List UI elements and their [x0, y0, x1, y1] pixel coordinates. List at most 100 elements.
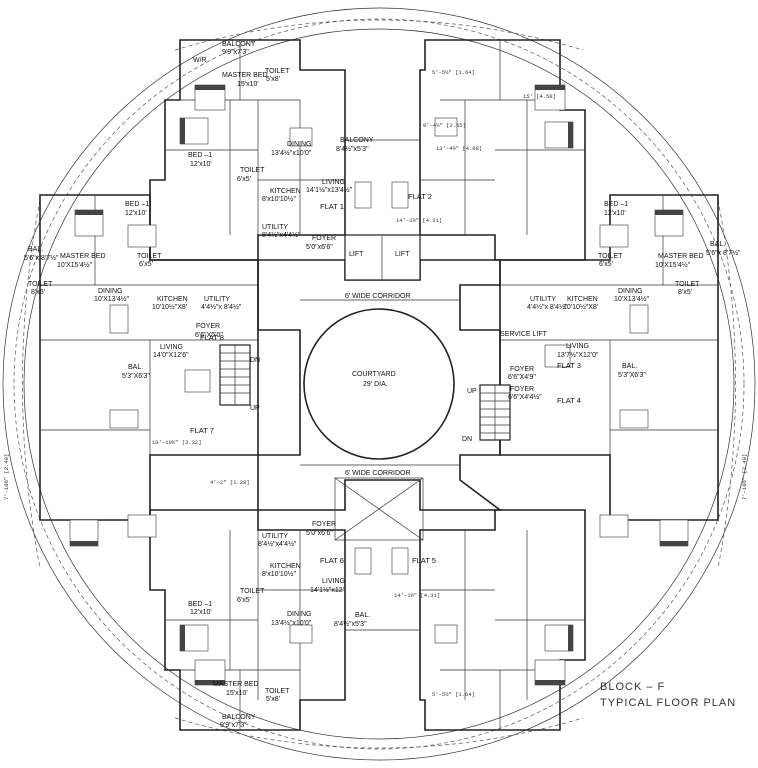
label-utility-right: UTILITY	[530, 296, 556, 303]
dim-note-6: 4'–2" [1.28]	[210, 479, 250, 486]
label-balcony-top-dim: 9'9"x7'3"	[222, 49, 249, 56]
label-flat-3: FLAT 3	[557, 361, 581, 370]
label-foyer-right: FOYER	[510, 366, 534, 373]
dim-note-3: 13'–4½" [4.08]	[436, 145, 482, 152]
label-dining-right: DINING	[618, 288, 643, 295]
label-toilet-left2-dim: 8'x5'	[31, 289, 45, 296]
label-living-right-dim: 13'7½"X12'0"	[557, 351, 599, 359]
label-dn-left: DN	[250, 357, 260, 364]
label-dn-right: DN	[462, 436, 472, 443]
label-service-lift: SERVICE LIFT	[500, 331, 548, 338]
label-courtyard-dia: 29' DIA.	[363, 381, 388, 388]
label-living-top: LIVING	[322, 179, 345, 186]
label-master-bed-r: MASTER BED	[658, 253, 704, 260]
label-lift-2: LIFT	[395, 251, 410, 258]
label-balcony-core-top-dim: 8'4½"x5'3"	[336, 145, 369, 153]
label-foyer-right-dim: 6'6"X4'9"	[508, 374, 536, 381]
label-living-right: LIVING	[566, 343, 589, 350]
label-bed1-left: BED –1	[125, 201, 149, 208]
label-foyer-bottom: FOYER	[312, 521, 336, 528]
label-utility-tl: UTILITY	[262, 224, 288, 231]
label-foyer-top: FOYER	[312, 235, 336, 242]
dim-note-11: 7'–10½" [2.40]	[741, 454, 748, 500]
label-bed1-tl-dim: 12'x10'	[190, 161, 212, 168]
label-dining-right-dim: 10'X13'4½"	[614, 295, 650, 303]
label-balcony-bottom: BALCONY	[222, 714, 256, 721]
label-toilet-r2-dim: 8'x5'	[678, 289, 692, 296]
label-kitchen-left: KITCHEN	[157, 296, 188, 303]
label-kitchen-right: KITCHEN	[567, 296, 598, 303]
dim-note-8: 5'–5½" [1.64]	[432, 691, 475, 698]
label-toilet-bl2-dim: 5'x8'	[266, 696, 280, 703]
label-dining-tl: DINING	[287, 141, 312, 148]
label-kitchen-right-dim: 10'10½"X8'	[563, 303, 598, 311]
label-toilet-left-dim: 6'x5'	[139, 261, 153, 268]
label-bal-left-dim: 5'6"x 8'7½"	[24, 254, 59, 262]
label-bed1-tr-dim: 12'x10'	[604, 210, 626, 217]
label-toilet-tl: TOILET	[265, 68, 290, 75]
label-toilet-left: TOILET	[137, 253, 162, 260]
label-dining-bl-dim: 13'4½"x10'0"	[271, 619, 312, 627]
label-flat-8: FLAT 8	[200, 333, 224, 342]
label-bed1-bl: BED –1	[188, 601, 212, 608]
label-balcony-top: BALCONY	[222, 41, 256, 48]
label-bal-right-dim: 5'6"x 8'7½"	[706, 249, 741, 257]
label-bal-bottom-dim: 8'4½"x5'3"	[334, 620, 367, 628]
label-living-bottom-dim: 14'1½"x12'	[310, 586, 344, 594]
label-bal-left-2: BAL.	[128, 364, 143, 371]
label-utility-right-dim: 4'4½"x 8'4½"	[527, 303, 568, 311]
label-toilet-tl-dim: 5'x8'	[266, 76, 280, 83]
label-toilet-bl2: TOILET	[265, 688, 290, 695]
label-courtyard: COURTYARD	[352, 371, 396, 378]
plan-title-block: BLOCK – F	[600, 681, 665, 693]
site-boundary-inner	[23, 28, 735, 740]
label-corridor-bottom: 6' WIDE CORRIDOR	[345, 470, 411, 477]
plan-title-subtitle: TYPICAL FLOOR PLAN	[600, 697, 736, 709]
label-flat-1: FLAT 1	[320, 202, 344, 211]
label-bed1-bl-dim: 12'x10'	[190, 609, 212, 616]
label-corridor-top: 6' WIDE CORRIDOR	[345, 293, 411, 300]
label-kitchen-tl-dim: 8'x10'10½"	[262, 195, 296, 203]
label-toilet-tr-dim: 6'x5'	[599, 261, 613, 268]
label-dining-left-dim: 10'X13'4½"	[94, 295, 130, 303]
label-bal-right-2: BAL.	[622, 363, 637, 370]
label-balcony-bottom-dim: 9'9"x7'3"	[220, 722, 247, 729]
label-flat-6: FLAT 6	[320, 556, 344, 565]
site-boundary-outer	[2, 7, 756, 761]
label-dining-bl: DINING	[287, 611, 312, 618]
label-wr-tl: W/R	[193, 57, 207, 64]
label-utility-bl: UTILITY	[262, 533, 288, 540]
staircase-right	[479, 384, 511, 441]
label-bal-left-2-dim: 5'3"X6'3"	[122, 373, 150, 380]
label-living-top-dim: 14'1½"x13'4½"	[306, 186, 353, 194]
label-utility-left-dim: 4'4½"x 8'4½"	[201, 303, 242, 311]
label-bal-right: BAL.	[710, 241, 725, 248]
label-toilet-tl2: TOILET	[240, 167, 265, 174]
label-dining-left: DINING	[98, 288, 123, 295]
furniture	[69, 84, 689, 686]
label-living-bottom: LIVING	[322, 578, 345, 585]
label-flat-2: FLAT 2	[408, 192, 432, 201]
label-foyer-right-2: FOYER	[510, 386, 534, 393]
label-master-bed-bl-dim: 15'x10'	[226, 690, 248, 697]
dim-note-5: 10'–10½" [3.32]	[152, 439, 202, 446]
courtyard-circle	[303, 308, 455, 460]
label-lift-1: LIFT	[349, 251, 364, 258]
label-bed1-tr: BED –1	[604, 201, 628, 208]
label-bed1-tl: BED –1	[188, 152, 212, 159]
label-living-left: LIVING	[160, 344, 183, 351]
label-up-left: UP	[250, 405, 260, 412]
label-kitchen-bl: KITCHEN	[270, 563, 301, 570]
label-master-bed-left-dim: 10'X15'4½"	[57, 261, 93, 269]
label-toilet-bl-dim: 6'x5'	[237, 597, 251, 604]
label-toilet-tl2-dim: 6'x5'	[237, 176, 251, 183]
staircase-left	[219, 344, 251, 406]
label-utility-tl-dim: 8'4½"x4'4½"	[262, 231, 301, 239]
label-foyer-left: FOYER	[196, 323, 220, 330]
dim-note-2: 8'–4½" [2.55]	[423, 122, 466, 129]
label-bed1-left-dim: 12'x10'	[125, 210, 147, 217]
label-toilet-tr: TOILET	[598, 253, 623, 260]
label-foyer-left-dim: 6'6"X5'0"	[195, 332, 223, 339]
label-dining-tl-dim: 13'4½"x10'0"	[271, 149, 312, 157]
